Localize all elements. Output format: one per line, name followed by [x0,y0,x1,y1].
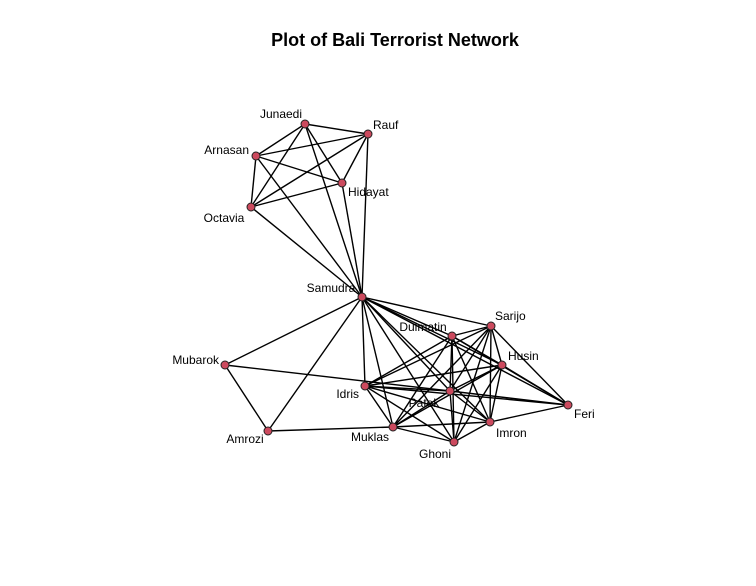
node-label-rauf: Rauf [373,118,399,132]
node-amrozi [263,426,273,436]
node-rauf [363,129,373,139]
edge-idris-feri [364,385,569,406]
edge-idris-muklas [364,385,394,428]
node-husin [497,360,507,370]
node-label-patek: Patek [409,396,441,410]
edge-junaedi-arnasan [255,123,306,157]
edge-dulmatin-imron [451,335,491,423]
edge-hidayat-samudra [341,182,363,298]
edge-husin-idris [364,364,503,387]
node-label-muklas: Muklas [351,430,389,444]
node-ghoni [449,437,459,447]
node-idris [360,381,370,391]
node-junaedi [300,119,310,129]
edge-sarijo-patek [449,325,492,392]
edge-samudra-muklas [361,296,394,428]
edge-samudra-ghoni [361,296,455,443]
edge-rauf-hidayat [341,133,369,184]
edge-idris-ghoni [364,385,455,443]
node-dulmatin [447,331,457,341]
edge-sarijo-husin [490,325,503,366]
node-samudra [357,292,367,302]
edge-sarijo-imron [489,325,492,423]
node-label-junaedi: Junaedi [260,107,302,121]
edge-rauf-samudra [361,133,369,298]
node-sarijo [486,321,496,331]
edge-junaedi-octavia [250,123,306,208]
edge-junaedi-samudra [304,123,363,298]
node-label-feri: Feri [574,407,595,421]
node-label-ghoni: Ghoni [419,447,451,461]
node-label-husin: Husin [508,349,539,363]
edge-rauf-arnasan [255,133,369,157]
edge-husin-muklas [392,364,503,428]
edge-sarijo-muklas [392,325,492,428]
edge-imron-feri [489,404,569,423]
node-label-hidayat: Hidayat [348,185,389,199]
edge-imron-ghoni [453,421,491,443]
node-label-dulmatin: Dulmatin [399,320,446,334]
edge-octavia-samudra [250,206,363,298]
edge-hidayat-octavia [250,182,343,208]
edge-junaedi-hidayat [304,123,343,184]
labels-layer: JunaediRaufArnasanHidayatOctaviaSamudraS… [172,107,594,461]
node-label-sarijo: Sarijo [495,309,526,323]
node-label-imron: Imron [496,426,527,440]
node-mubarok [220,360,230,370]
edge-husin-imron [489,364,503,423]
node-label-octavia: Octavia [204,211,245,225]
edge-arnasan-samudra [255,155,363,298]
node-imron [485,417,495,427]
node-label-arnasan: Arnasan [204,143,249,157]
edge-samudra-idris [361,296,366,387]
edge-samudra-amrozi [267,296,363,432]
edge-amrozi-muklas [267,426,394,432]
node-label-amrozi: Amrozi [226,432,263,446]
edge-muklas-ghoni [392,426,455,443]
edge-husin-ghoni [453,364,503,443]
edge-samudra-husin [361,296,503,366]
edge-samudra-feri [361,296,569,406]
node-muklas [388,422,398,432]
edge-samudra-sarijo [361,296,492,327]
node-hidayat [337,178,347,188]
node-patek [445,386,455,396]
edge-patek-ghoni [449,390,455,443]
node-label-idris: Idris [336,387,359,401]
node-feri [563,400,573,410]
edge-samudra-mubarok [224,296,363,366]
edge-sarijo-feri [490,325,569,406]
edge-patek-imron [449,390,491,423]
edge-arnasan-hidayat [255,155,343,184]
node-label-mubarok: Mubarok [172,353,220,367]
node-arnasan [251,151,261,161]
plot-title: Plot of Bali Terrorist Network [271,30,519,50]
edge-husin-feri [501,364,569,406]
edge-samudra-dulmatin [361,296,453,337]
edge-patek-feri [449,390,569,406]
edge-idris-imron [364,385,491,423]
node-label-samudra: Samudra [307,281,356,295]
edge-dulmatin-muklas [392,335,453,428]
nodes-layer [220,119,573,447]
edge-mubarok-patek [224,364,451,392]
edge-imron-muklas [392,421,491,428]
node-octavia [246,202,256,212]
edge-sarijo-dulmatin [451,325,492,337]
edge-patek-muklas [392,390,451,428]
edge-arnasan-octavia [250,155,257,208]
edge-mubarok-amrozi [224,364,269,432]
edge-junaedi-rauf [304,123,369,135]
edge-rauf-octavia [250,133,369,208]
edge-dulmatin-idris [364,335,453,387]
edge-sarijo-idris [364,325,492,387]
edge-samudra-imron [361,296,491,423]
edges-layer [224,123,569,443]
